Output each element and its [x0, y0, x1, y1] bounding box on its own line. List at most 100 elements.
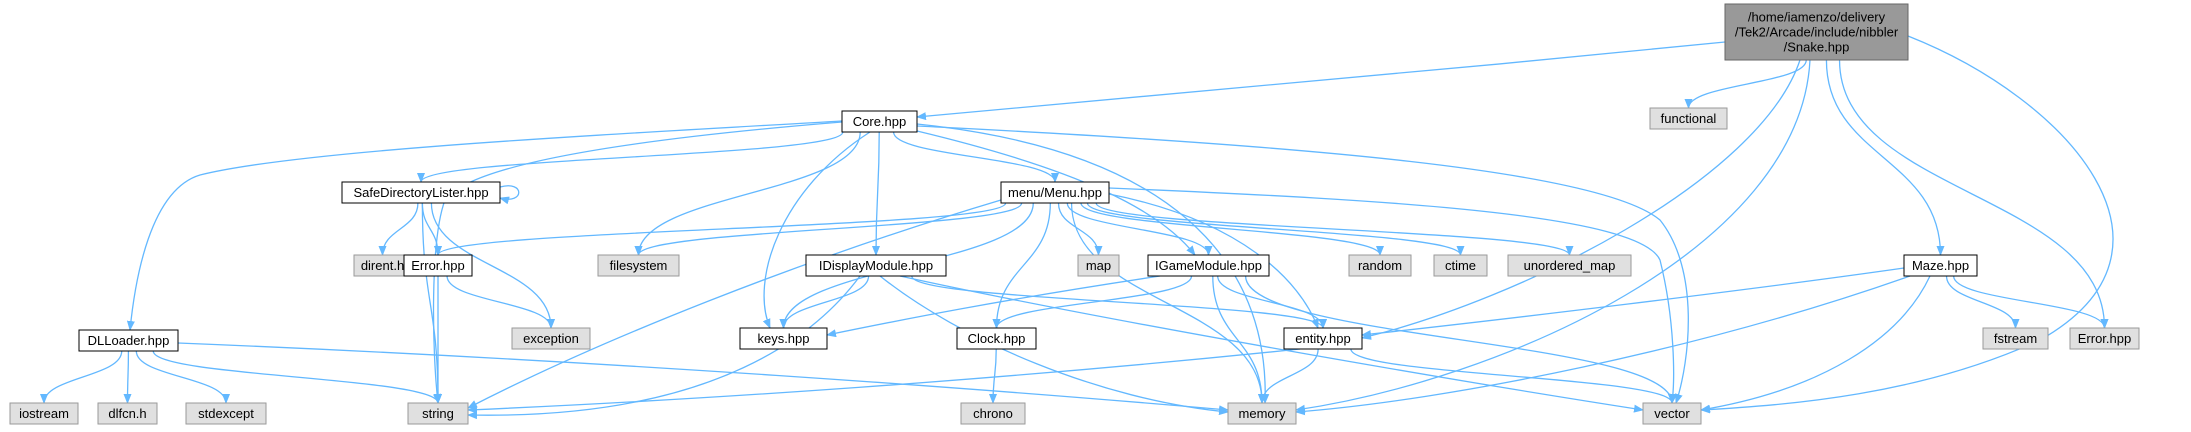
node-core[interactable]: Core.hpp: [841, 110, 918, 133]
edge-idisplay-to-entity: [911, 275, 1327, 329]
edge-core-to-keys: [762, 131, 871, 329]
node-dirent: dirent.h: [353, 254, 412, 277]
node-igame[interactable]: IGameModule.hpp: [1147, 254, 1270, 277]
node-label: filesystem: [610, 258, 668, 273]
edge-entity-to-string: [467, 348, 1301, 414]
node-label: iostream: [19, 406, 69, 421]
node-label: SafeDirectoryLister.hpp: [353, 185, 488, 200]
node-label: /home/iamenzo/delivery: [1748, 10, 1886, 25]
node-label: DLLoader.hpp: [88, 333, 170, 348]
edge-menu-to-igame: [1066, 202, 1213, 256]
edge-maze-to-fstream: [1945, 275, 2020, 329]
edge-igame-to-vector: [1244, 275, 1676, 404]
edge-dlloader-to-stdexcept: [135, 350, 230, 404]
node-label: string: [422, 406, 454, 421]
node-label: functional: [1661, 111, 1717, 126]
edge-idisplay-to-memory: [879, 275, 1229, 416]
edge-menu-to-umap: [1095, 202, 1574, 256]
edge-igame-to-keys: [826, 275, 1161, 338]
node-label: memory: [1239, 406, 1286, 421]
node-clock[interactable]: Clock.hpp: [956, 327, 1037, 350]
edge-core-to-idisplay: [872, 131, 881, 256]
node-functional: functional: [1649, 107, 1728, 130]
node-label: IDisplayModule.hpp: [819, 258, 933, 273]
edge-dlloader-to-iostream: [40, 350, 123, 404]
edge-igame-to-entity: [1217, 275, 1327, 329]
edge-clock-to-chrono: [989, 348, 998, 404]
edge-root-to-vector: [1700, 35, 2114, 414]
node-menu[interactable]: menu/Menu.hpp: [1000, 181, 1110, 204]
node-root[interactable]: /home/iamenzo/delivery/Tek2/Arcade/inclu…: [1724, 3, 1909, 61]
node-entity[interactable]: entity.hpp: [1283, 327, 1363, 350]
edge-menu-to-entity: [1108, 193, 1319, 329]
edge-menu-to-memory: [1070, 202, 1266, 404]
edge-menu-to-ctime: [1086, 202, 1465, 256]
edge-maze-to-memory: [1295, 275, 1911, 416]
node-string: string: [407, 402, 469, 425]
edge-menu-to-vector: [1108, 187, 1678, 404]
edge-core-to-filesystem: [634, 131, 861, 256]
edge-idisplay-to-vector: [899, 275, 1644, 413]
node-label: unordered_map: [1524, 258, 1616, 273]
node-label: exception: [523, 331, 579, 346]
edge-root-to-entity: [1361, 59, 1801, 340]
node-exception: exception: [511, 327, 591, 350]
edge-igame-to-memory: [1212, 275, 1266, 404]
node-safedir[interactable]: SafeDirectoryLister.hpp: [341, 181, 501, 204]
node-label: dlfcn.h: [108, 406, 146, 421]
node-label: map: [1086, 258, 1111, 273]
node-dlloader[interactable]: DLLoader.hpp: [78, 329, 179, 352]
edge-idisplay-to-string: [467, 275, 861, 420]
node-error1[interactable]: Error.hpp: [403, 254, 473, 277]
node-maze[interactable]: Maze.hpp: [1903, 254, 1978, 277]
edge-root-to-error2: [1838, 59, 2109, 329]
node-label: ctime: [1445, 258, 1476, 273]
edge-safedir-to-dirent: [378, 202, 419, 256]
node-keys[interactable]: keys.hpp: [739, 327, 828, 350]
edge-idisplay-to-keys: [779, 275, 870, 329]
node-filesystem: filesystem: [597, 254, 680, 277]
node-idisplay[interactable]: IDisplayModule.hpp: [805, 254, 947, 277]
node-vector: vector: [1642, 402, 1702, 425]
edge-dlloader-to-memory: [177, 342, 1229, 414]
node-label: Error.hpp: [2078, 331, 2131, 346]
edge-error1-to-exception: [446, 275, 555, 329]
edge-core-to-dlloader: [126, 120, 843, 331]
node-map: map: [1077, 254, 1120, 277]
dependency-edges: [40, 35, 2114, 420]
node-fstream: fstream: [1982, 327, 2049, 350]
node-label: random: [1358, 258, 1402, 273]
node-label: entity.hpp: [1295, 331, 1350, 346]
edge-safedir-to-exception: [430, 202, 555, 329]
node-ctime: ctime: [1433, 254, 1488, 277]
edge-igame-to-clock: [992, 275, 1193, 329]
edge-core-to-menu: [892, 131, 1059, 183]
node-dlfcn: dlfcn.h: [97, 402, 158, 425]
edge-root-to-maze: [1825, 59, 1945, 256]
edge-root-to-core: [916, 41, 1726, 121]
node-label: Clock.hpp: [968, 331, 1026, 346]
node-label: dirent.h: [361, 258, 404, 273]
node-label: stdexcept: [198, 406, 254, 421]
node-label: menu/Menu.hpp: [1008, 185, 1102, 200]
edge-dlloader-to-dlfcn: [123, 350, 132, 404]
node-label: /Snake.hpp: [1784, 40, 1850, 55]
edge-maze-to-vector: [1700, 275, 1931, 413]
node-label: chrono: [973, 406, 1013, 421]
edge-menu-to-filesystem: [634, 202, 1023, 256]
edge-menu-to-random: [1080, 202, 1384, 256]
node-label: Core.hpp: [853, 114, 906, 129]
node-label: keys.hpp: [757, 331, 809, 346]
edge-menu-to-clock: [992, 202, 1051, 329]
edge-menu-to-map: [1057, 202, 1103, 256]
node-label: Error.hpp: [411, 258, 464, 273]
node-umap: unordered_map: [1507, 254, 1632, 277]
edge-maze-to-entity: [1361, 267, 1905, 339]
node-error2: Error.hpp: [2069, 327, 2140, 350]
header-nodes: /home/iamenzo/delivery/Tek2/Arcade/inclu…: [9, 3, 2140, 425]
node-random: random: [1348, 254, 1412, 277]
edge-safedir-to-safedir: [499, 185, 520, 205]
edge-dlloader-to-string: [152, 350, 442, 404]
edge-menu-to-string: [467, 199, 1002, 409]
